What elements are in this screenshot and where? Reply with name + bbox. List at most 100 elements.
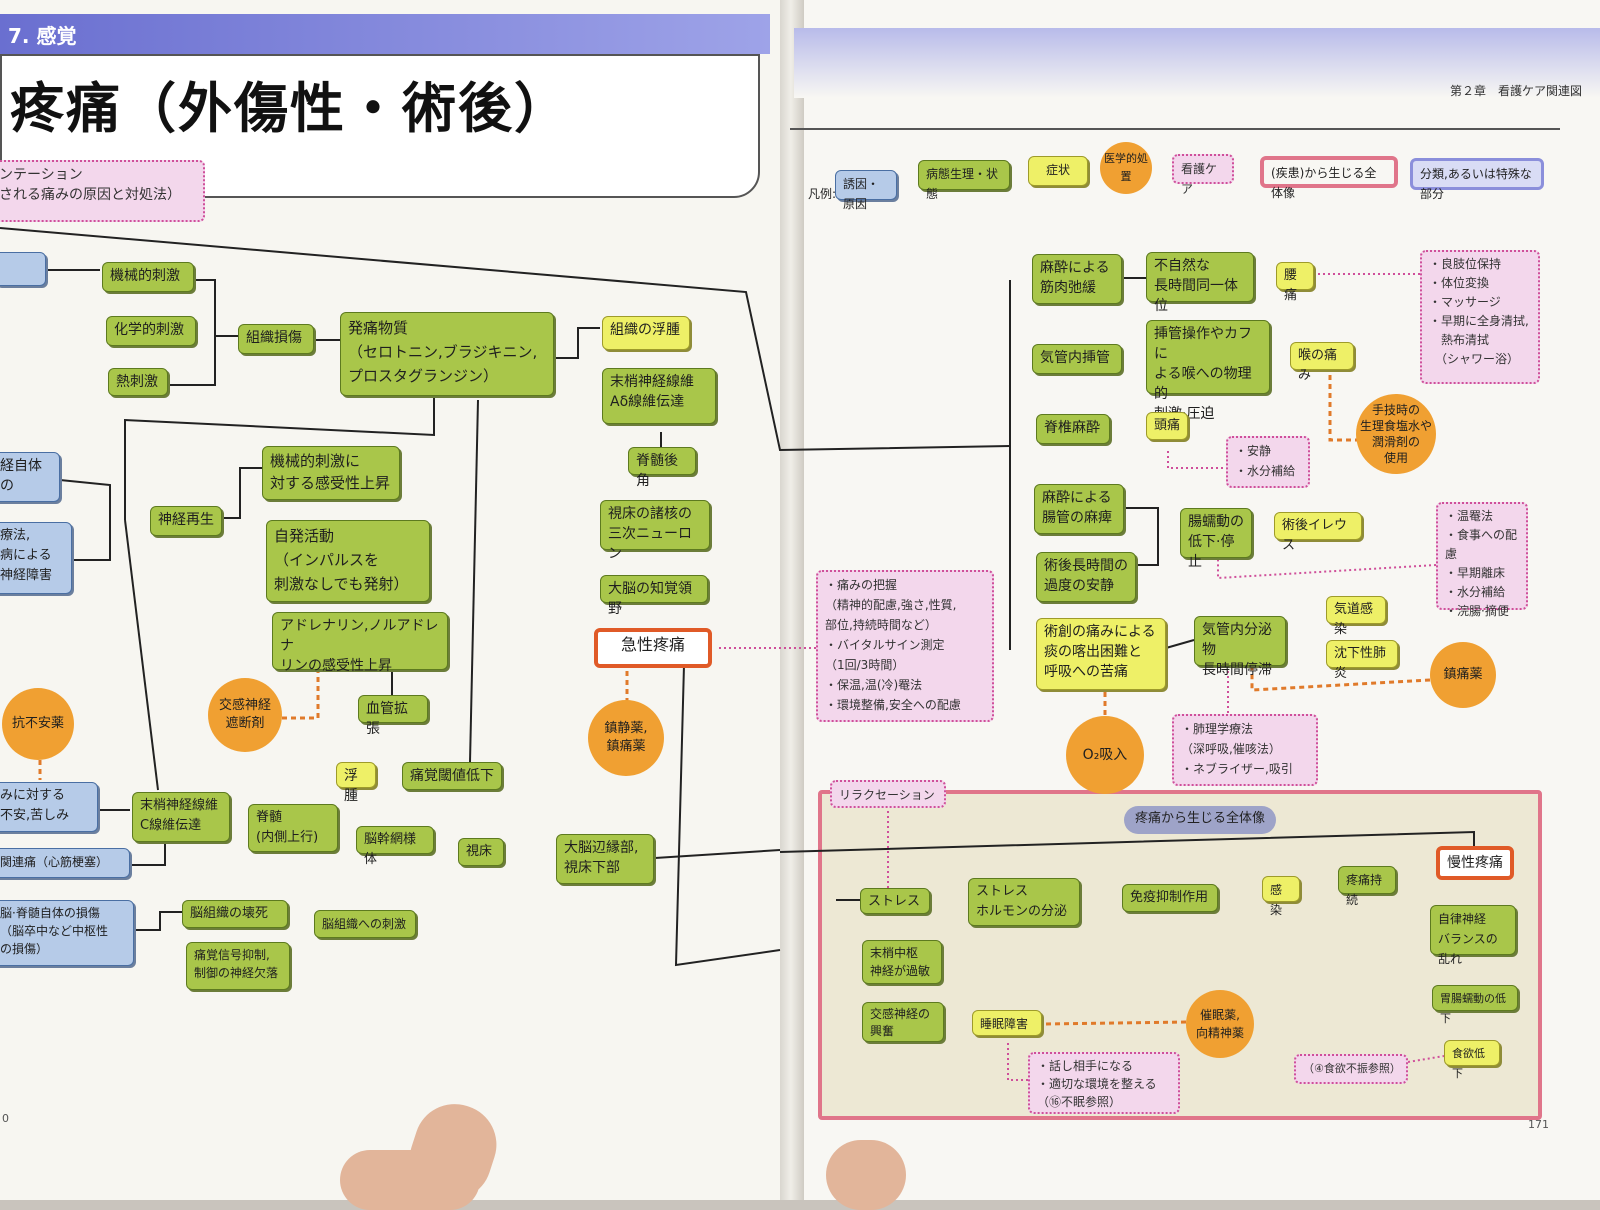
left-finger: [340, 1150, 480, 1210]
ref-appetite: （④食欲不振参照）: [1294, 1054, 1408, 1084]
med-sedative-analgesic: 鎮静薬, 鎮痛薬: [588, 700, 664, 776]
node-pneumonia: 沈下性肺炎: [1326, 640, 1398, 681]
node-brain-necrosis: 脳組織の壊死: [182, 900, 288, 928]
dash-saline: [1328, 372, 1360, 442]
care-pulmonary-therapy: ・肺理学療法 （深呼吸,催咳法） ・ネブライザー,吸引: [1172, 714, 1318, 786]
legend-nursing-care: 看護ケア: [1172, 154, 1234, 196]
node-airway-infection: 気道感染: [1326, 596, 1386, 637]
right-header-band: [794, 28, 1600, 98]
node-tissue-edema: 組織の浮腫: [602, 316, 690, 350]
left-page-number: 0: [2, 1112, 9, 1125]
node-stress-hormone: ストレス ホルモンの分泌: [968, 878, 1080, 926]
wire-stim: [165, 279, 216, 386]
wire-nerve-left: [59, 479, 111, 561]
node-nerve-regeneration: 神経再生: [150, 506, 222, 536]
node-unnatural-posture: 不自然な 長時間同一体位: [1146, 252, 1254, 314]
care-rest-fluids: ・安静 ・水分補給: [1226, 436, 1310, 488]
wire-cardiac: [130, 840, 166, 866]
wire-c: [124, 519, 159, 791]
node-spinal-ascending: 脊髄 (内側上行): [248, 804, 338, 852]
node-appetite-loss: 食欲低下: [1444, 1040, 1500, 1080]
presentation-box: ンテーション される痛みの原因と対処法）: [0, 160, 205, 222]
node-sensory-cortex: 大脳の知覚領野: [600, 575, 708, 617]
book-spine: [780, 0, 804, 1200]
node-limbic: 大脳辺縁部, 視床下部: [556, 834, 654, 884]
node-chronic-pain: 慢性疼痛: [1436, 846, 1514, 880]
wire-r3: [1165, 639, 1195, 649]
node-intubation: 気管内挿管: [1032, 344, 1122, 374]
node-spontaneous-activity: 自発活動 （インパルスを 刺激なしでも発射）: [266, 520, 430, 602]
node-peripheral-c: 末梢神経線維 C線維伝達: [132, 792, 230, 842]
legend-overall-picture: (疾患)から生じる全体像: [1260, 156, 1398, 200]
node-postop-bedrest: 術後長時間の 過度の安静: [1036, 552, 1136, 602]
legend-cause: 誘因・原因: [835, 170, 897, 211]
dotted-ileus: [1217, 560, 1437, 580]
wire-sub-split: [555, 327, 600, 359]
node-pain-anxiety: みに対する 不安,苦しみ: [0, 782, 98, 832]
node-gut-paralysis: 麻酔による 腸管の麻痺: [1034, 484, 1124, 534]
dotted-rest: [1167, 448, 1228, 469]
node-headache: 頭痛: [1146, 412, 1188, 440]
node-acute-pain: 急性疼痛: [594, 628, 712, 668]
node-intubation-irritation: 挿管操作やカフに よる喉への物理的 刺激·圧迫: [1146, 320, 1270, 422]
node-thalamus-neuron: 視床の諸核の 三次ニューロン: [600, 500, 710, 562]
node-peristalsis-stop: 腸蠕動の 低下·停止: [1180, 508, 1252, 570]
right-frame: [790, 128, 1560, 130]
node-tissue-damage: 組織損傷: [238, 324, 314, 354]
node-back-pain: 腰痛: [1276, 262, 1314, 303]
node-postop-ileus: 術後イレウス: [1274, 512, 1362, 553]
overall-label: 疼痛から生じる全体像: [1124, 806, 1276, 834]
page-title: 疼痛（外傷性・術後）: [10, 77, 570, 140]
wire-limbic: [654, 849, 781, 859]
node-infection: 感染: [1262, 876, 1300, 917]
care-pain-assessment: ・痛みの把握 （精神的配慮,強さ,性質, 部位,持続時間など） ・バイタルサイン…: [816, 570, 994, 722]
node-chemical-stimulus: 化学的刺激: [106, 316, 196, 346]
wire-r2: [1125, 507, 1159, 566]
node-heat-stimulus: 熱刺激: [108, 368, 168, 396]
wire-thr: [469, 399, 479, 763]
legend-pathophysiology: 病態生理・状態: [918, 160, 1010, 201]
cause-node-top: [0, 252, 46, 286]
legend-medical-treatment: 医学的処置: [1100, 142, 1152, 194]
med-oxygen: O₂吸入: [1066, 716, 1144, 794]
node-wound-pain-sputum: 術創の痛みによる 痰の喀出困難と 呼吸への苦痛: [1036, 618, 1166, 690]
node-throat-pain: 喉の痛み: [1290, 342, 1354, 383]
wire-main-l: [0, 227, 1011, 452]
wire-sub-down: [124, 395, 435, 520]
node-adrenaline-sensitivity: アドレナリン,ノルアドレナ リンの感受性上昇: [272, 612, 448, 674]
node-peripheral-a-delta: 末梢神経線維 Aδ線維伝達: [602, 368, 716, 424]
legend-classification: 分類,あるいは特殊な部分: [1410, 158, 1544, 201]
node-stress: ストレス: [860, 888, 930, 914]
wire-overall: [779, 830, 1475, 853]
node-vasodilation: 血管拡張: [358, 695, 428, 737]
care-relaxation: リラクセーション: [830, 780, 946, 808]
node-sympathetic-excitation: 交感神経の 興奮: [862, 1002, 944, 1042]
med-analgesic: 鎮痛薬: [1430, 642, 1496, 708]
node-edema: 浮腫: [336, 762, 376, 804]
dotted-appetite: [1407, 1055, 1445, 1063]
node-pain-substances: 発痛物質 （セロトニン,ブラジキニン, プロスタグランジン）: [340, 312, 554, 396]
wire-regen-split: [222, 467, 262, 519]
med-hypnotics: 催眠薬, 向精神薬: [1186, 990, 1254, 1058]
legend-prefix: 凡例:: [808, 187, 837, 201]
node-pain-persistence: 疼痛持続: [1338, 866, 1396, 907]
node-nerve-itself: 経自体の: [0, 452, 60, 502]
node-mech-sensitivity: 機械的刺激に 対する感受性上昇: [262, 446, 400, 500]
node-reticular: 脳幹網様体: [356, 826, 434, 867]
node-brain-spine-damage: 脳·脊髄自体の損傷 （脳卒中など中枢性 の損傷）: [0, 900, 134, 966]
care-back-pain: ・良肢位保持 ・体位変換 ・マッサージ ・早期に全身清拭, 熱布清拭 （シャワー…: [1420, 250, 1540, 384]
med-saline-lubricant: 手技時の 生理食塩水や 潤滑剤の 使用: [1356, 394, 1436, 474]
care-conversation: ・話し相手になる ・適切な環境を整える （⑯不眠参照）: [1028, 1052, 1180, 1114]
node-dorsal-horn: 脊髄後角: [628, 447, 696, 489]
dotted-talk: [1007, 1040, 1028, 1081]
node-immunosuppression: 免疫抑制作用: [1122, 884, 1218, 912]
node-autonomic-imbalance: 自律神経 バランスの乱れ: [1430, 905, 1516, 966]
section-header-band: [0, 14, 770, 54]
node-therapy-nerve-damage: 療法, 病による 神経障害: [0, 522, 72, 594]
node-sleep-disorder: 睡眠障害: [972, 1010, 1042, 1036]
node-referred-pain: 関連痛（心筋梗塞）: [0, 848, 130, 878]
dash-hyp: [1041, 1020, 1187, 1026]
node-central-hypersensitivity: 末梢中枢 神経が過敏: [862, 940, 942, 984]
right-finger: [826, 1140, 906, 1210]
